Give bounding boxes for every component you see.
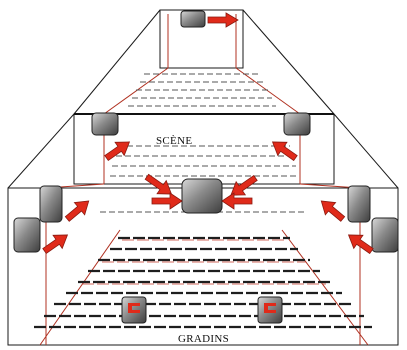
sound-direction-arrow-icon xyxy=(207,12,239,28)
sound-direction-arrow-icon xyxy=(347,234,374,255)
sound-direction-arrow-icon xyxy=(104,141,131,162)
speaker-box-icon xyxy=(181,178,223,214)
speaker-box-icon xyxy=(180,10,206,28)
sound-direction-arrow-icon xyxy=(230,174,258,196)
sound-direction-arrow-icon xyxy=(144,173,173,195)
speaker-box-icon xyxy=(91,112,119,136)
audience-label: GRADINS xyxy=(178,333,229,345)
stage-dashed-lines xyxy=(100,73,306,213)
sound-direction-arrow-icon xyxy=(271,141,298,162)
speaker-box-icon xyxy=(257,296,283,324)
sound-direction-arrow-icon xyxy=(42,234,69,255)
audience-seating-rows xyxy=(34,236,372,329)
sound-direction-arrow-icon xyxy=(151,192,183,210)
speaker-box-icon xyxy=(39,185,63,223)
speaker-box-icon xyxy=(13,217,41,253)
stage-label: SCÈNE xyxy=(156,135,193,147)
sound-direction-arrow-icon xyxy=(64,200,90,222)
sound-direction-arrow-icon xyxy=(221,192,253,210)
speaker-box-icon xyxy=(347,185,371,223)
sound-direction-arrow-icon xyxy=(320,200,346,222)
speaker-box-icon xyxy=(283,112,311,136)
speaker-box-icon xyxy=(371,217,399,253)
speaker-box-icon xyxy=(121,296,147,324)
room-frame xyxy=(7,9,399,346)
